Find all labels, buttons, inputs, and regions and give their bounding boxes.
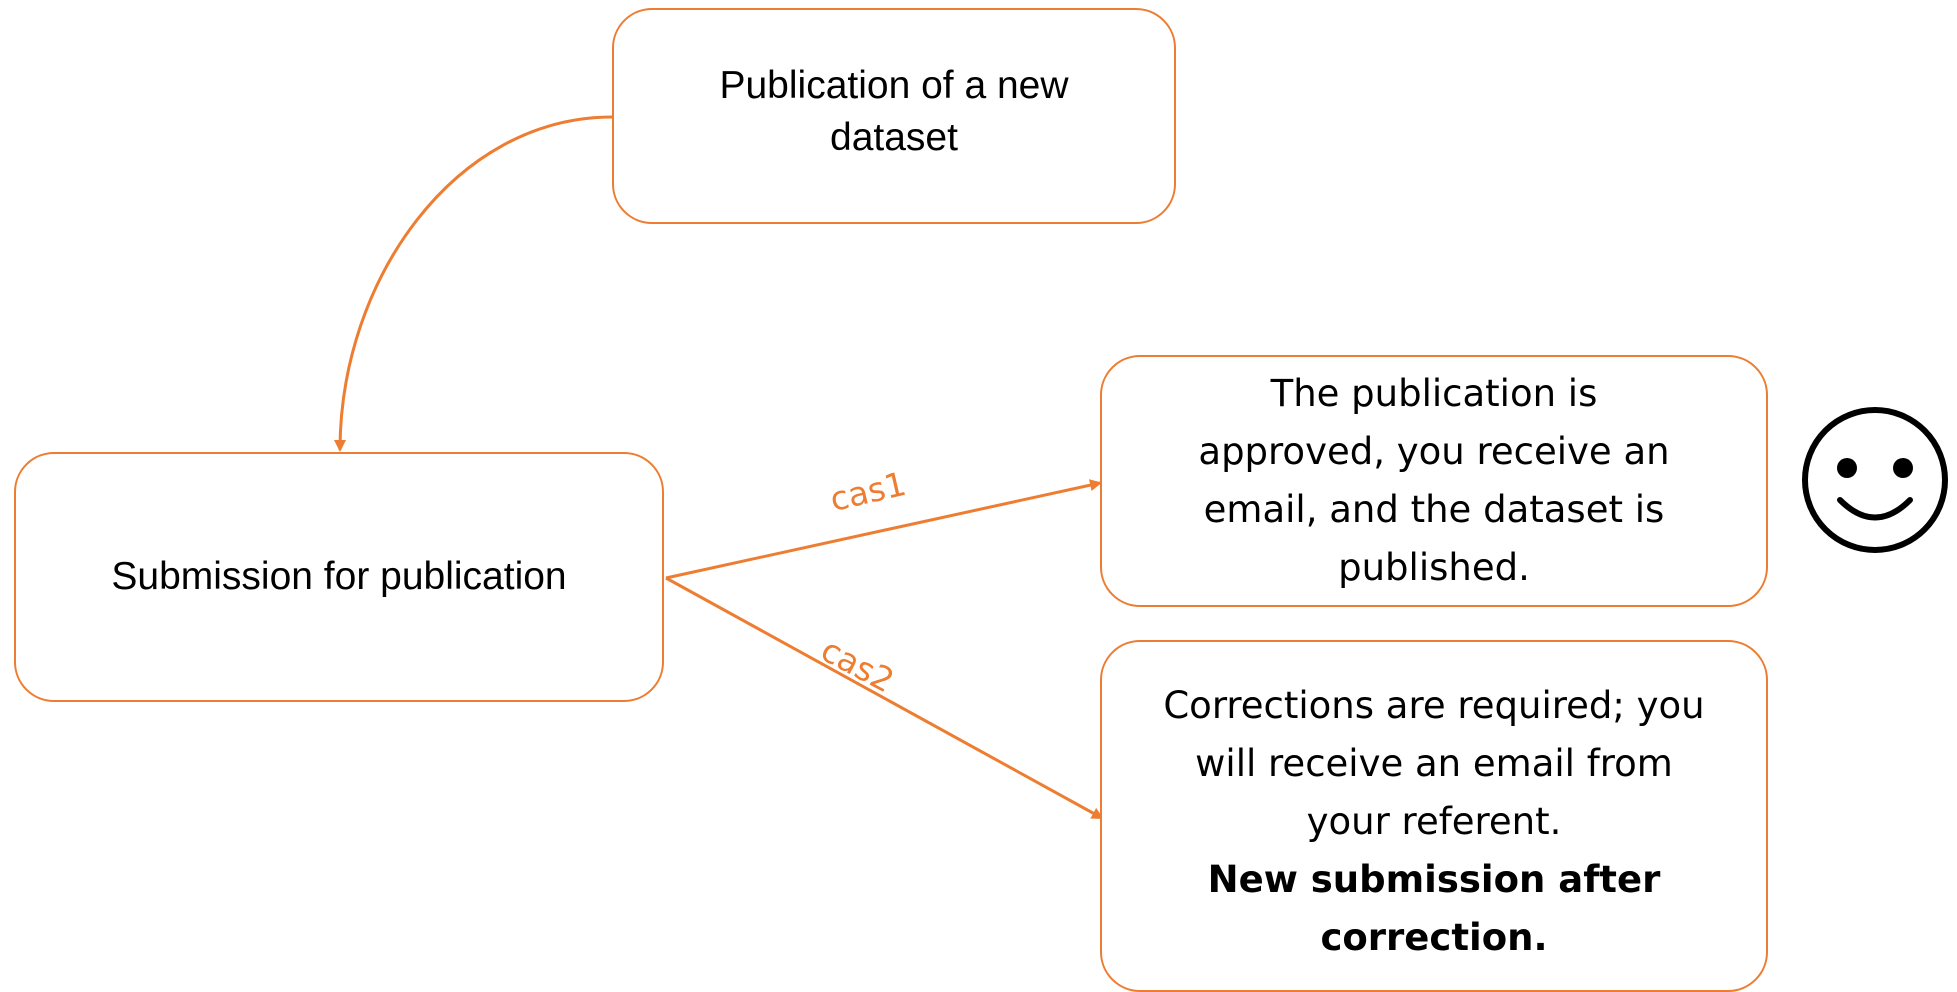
node-approved-line-1: The publication is xyxy=(1270,372,1598,415)
node-approved-line-3: email, and the dataset is xyxy=(1203,488,1665,531)
node-corrections-line-2: will receive an email from xyxy=(1195,742,1673,785)
node-corrections-bold-line-1: New submission after xyxy=(1207,858,1661,901)
node-submission-label: Submission for publication xyxy=(111,555,567,598)
arrow-submission-to-approved xyxy=(665,479,1102,580)
node-corrections-bold-line-2: correction. xyxy=(1320,916,1548,959)
node-corrections-line-3: your referent. xyxy=(1306,800,1562,843)
smiley-face-icon xyxy=(1802,407,1948,553)
node-submission-for-publication: Submission for publication xyxy=(14,452,664,702)
node-publication-line-1: Publication of a new xyxy=(719,64,1069,107)
node-publication-new-dataset: Publication of a new dataset xyxy=(612,8,1176,224)
arrow-publication-to-submission xyxy=(334,115,613,452)
node-corrections-required: Corrections are required; you will recei… xyxy=(1100,640,1768,992)
node-approved-line-4: published. xyxy=(1338,546,1530,589)
node-publication-line-2: dataset xyxy=(830,116,958,159)
node-publication-approved: The publication is approved, you receive… xyxy=(1100,355,1768,607)
node-approved-line-2: approved, you receive an xyxy=(1198,430,1670,473)
node-corrections-line-1: Corrections are required; you xyxy=(1163,684,1705,727)
arrow-submission-to-corrections xyxy=(665,576,1104,820)
